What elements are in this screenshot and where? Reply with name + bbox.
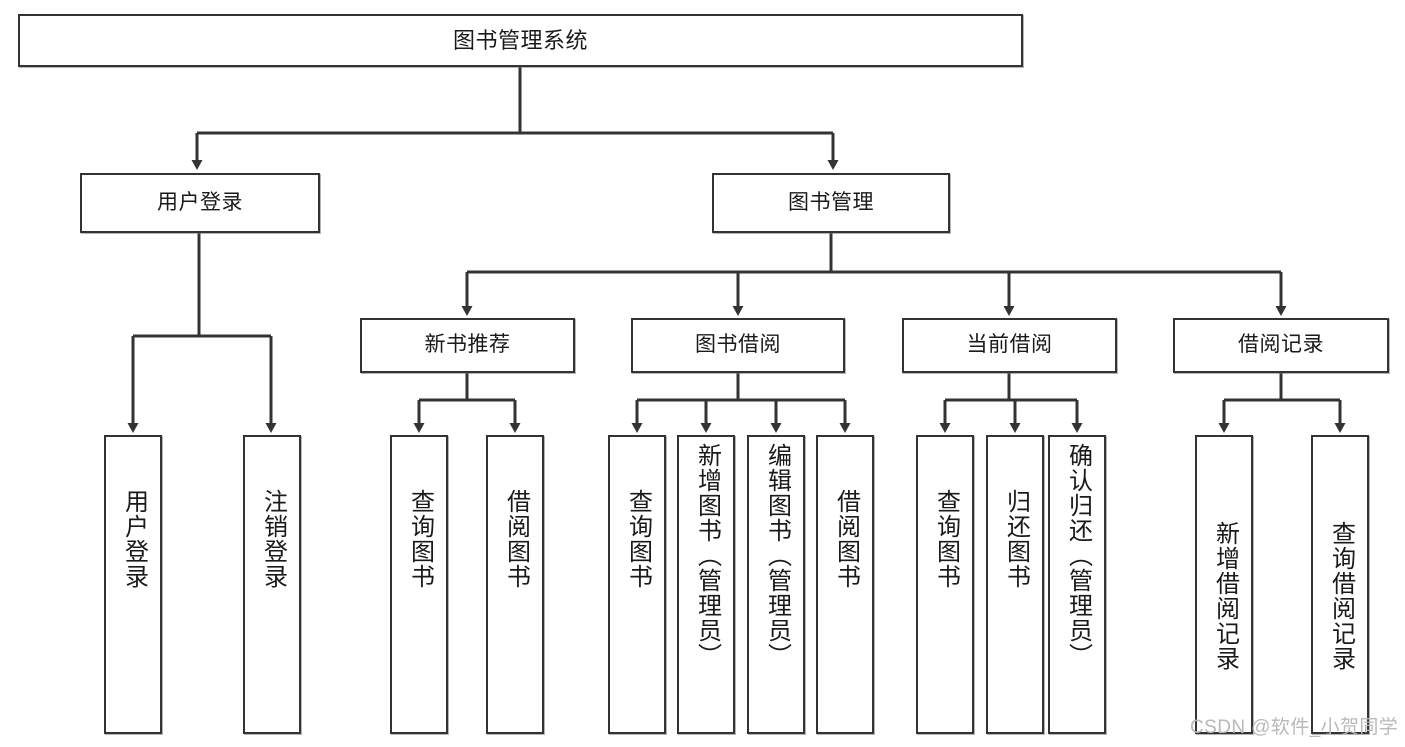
node-label: 新增图书（管理员） xyxy=(693,443,721,668)
node-new-book-recommend[interactable]: 新书推荐 xyxy=(360,318,575,373)
leaf-return-book[interactable]: 归还图书 xyxy=(986,435,1044,734)
leaf-add-borrow-record[interactable]: 新增借阅记录 xyxy=(1195,435,1253,734)
node-label: 新书推荐 xyxy=(424,333,511,357)
node-label: 新增借阅记录 xyxy=(1211,521,1239,671)
node-label: 图书管理 xyxy=(788,190,874,214)
node-label: 用户登录 xyxy=(120,489,148,589)
leaf-edit-book[interactable]: 编辑图书（管理员） xyxy=(747,435,805,734)
node-book-manage[interactable]: 图书管理 xyxy=(712,173,950,233)
node-label: 图书管理系统 xyxy=(452,27,588,53)
leaf-query-book-2[interactable]: 查询图书 xyxy=(608,435,666,734)
node-label: 归还图书 xyxy=(1002,489,1030,589)
node-user-login[interactable]: 用户登录 xyxy=(80,173,320,233)
node-label: 当前借阅 xyxy=(966,333,1053,357)
node-label: 用户登录 xyxy=(157,190,243,214)
leaf-confirm-return[interactable]: 确认归还（管理员） xyxy=(1048,435,1106,734)
leaf-query-borrow-record[interactable]: 查询借阅记录 xyxy=(1311,435,1369,734)
node-borrow-record[interactable]: 借阅记录 xyxy=(1173,318,1389,373)
leaf-query-book-3[interactable]: 查询图书 xyxy=(916,435,974,734)
leaf-add-book[interactable]: 新增图书（管理员） xyxy=(677,435,735,734)
node-label: 查询图书 xyxy=(932,489,960,589)
node-label: 注销登录 xyxy=(259,489,287,589)
node-label: 查询借阅记录 xyxy=(1327,521,1355,671)
node-label: 查询图书 xyxy=(624,489,652,589)
node-label: 查询图书 xyxy=(406,489,434,589)
node-label: 确认归还（管理员） xyxy=(1064,443,1092,668)
node-label: 借阅记录 xyxy=(1238,333,1324,357)
watermark: CSDN @软件_小贺同学 xyxy=(1190,717,1399,738)
leaf-borrow-book-2[interactable]: 借阅图书 xyxy=(816,435,874,734)
node-label: 编辑图书（管理员） xyxy=(763,443,791,668)
leaf-logout-login[interactable]: 注销登录 xyxy=(243,435,301,734)
node-label: 图书借阅 xyxy=(695,333,781,357)
leaf-borrow-book-1[interactable]: 借阅图书 xyxy=(486,435,544,734)
node-book-borrow[interactable]: 图书借阅 xyxy=(631,318,845,373)
node-label: 借阅图书 xyxy=(832,489,860,589)
leaf-query-book-1[interactable]: 查询图书 xyxy=(390,435,448,734)
node-label: 借阅图书 xyxy=(502,489,530,589)
node-root[interactable]: 图书管理系统 xyxy=(18,14,1023,67)
leaf-user-login[interactable]: 用户登录 xyxy=(104,435,162,734)
node-current-borrow[interactable]: 当前借阅 xyxy=(902,318,1117,373)
